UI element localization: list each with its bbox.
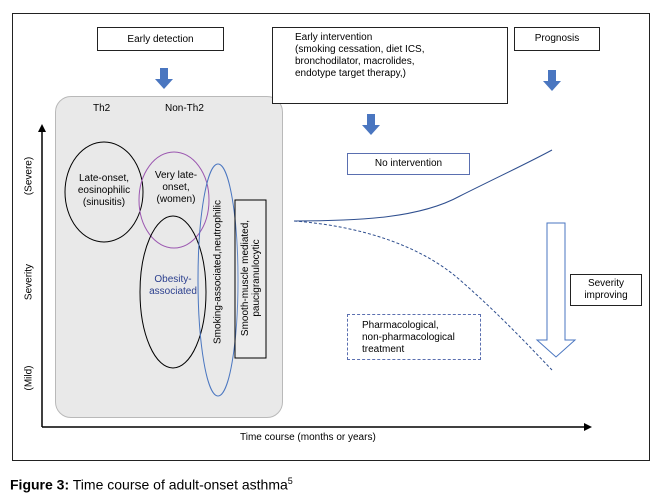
y-axis-bottom-label: (Mild)	[23, 365, 35, 391]
obesity-line: Obesity-	[154, 274, 192, 285]
severity-improving-label: improving	[584, 290, 628, 301]
very-late-onset-line: (women)	[156, 194, 196, 205]
figure-caption: Figure 3: Time course of adult-onset ast…	[10, 472, 293, 494]
phenotype-cluster	[55, 96, 283, 418]
obesity-ellipse	[139, 215, 207, 369]
x-axis-label: Time course (months or years)	[240, 432, 376, 443]
non-th2-header: Non-Th2	[165, 103, 204, 114]
smoking-ellipse	[197, 163, 239, 397]
severity-improving-label: Severity	[587, 278, 625, 289]
th2-header: Th2	[93, 103, 111, 114]
caption-text: Time course of adult-onset asthma	[69, 476, 288, 493]
smooth-muscle-label: Smooth-muscle mediated, paucigranulocyti…	[240, 220, 262, 336]
obesity-line: associated	[149, 286, 197, 297]
pharmacological-label: treatment	[362, 344, 405, 355]
figure-frame	[12, 13, 650, 461]
prognosis-box: Prognosis	[514, 27, 600, 51]
severity-improving-arrow	[535, 222, 577, 358]
very-late-onset-line: Very late-	[154, 170, 198, 181]
early-intervention-title: Early intervention	[295, 32, 373, 43]
very-late-onset-label: Very late- onset, (women)	[148, 170, 204, 206]
very-late-onset-ellipse	[138, 151, 210, 249]
very-late-onset-line: onset,	[162, 182, 190, 193]
late-onset-label: Late-onset, eosinophilic (sinusitis)	[70, 173, 138, 209]
smooth-muscle-line: Smooth-muscle mediated,	[240, 219, 251, 337]
down-arrow-icon	[155, 68, 173, 89]
smooth-muscle-box	[234, 199, 267, 359]
y-axis-top-label: (Severe)	[23, 156, 35, 196]
prognosis-label: Prognosis	[534, 33, 580, 44]
early-intervention-box: Early intervention (smoking cessation, d…	[272, 27, 508, 104]
early-intervention-detail: endotype target therapy,)	[295, 68, 406, 79]
no-intervention-curve	[293, 149, 553, 222]
y-axis-label: Severity	[23, 263, 35, 301]
down-arrow-icon	[362, 114, 380, 135]
smooth-muscle-line: paucigranulocytic	[251, 239, 262, 317]
severity-improving-box: Severity improving	[570, 274, 642, 306]
early-detection-label: Early detection	[127, 34, 194, 45]
no-intervention-label: No intervention	[374, 158, 443, 169]
pharmacological-label: Pharmacological,	[362, 320, 439, 331]
caption-label: Figure 3:	[10, 476, 70, 493]
early-detection-box: Early detection	[97, 27, 224, 51]
smoking-label: Smoking-associated,neutrophilic	[212, 200, 224, 344]
pharmacological-label: non-pharmacological	[362, 332, 455, 343]
down-arrow-icon	[543, 70, 561, 91]
late-onset-line: (sinusitis)	[82, 197, 126, 208]
obesity-label: Obesity- associated	[140, 274, 206, 298]
early-intervention-detail: bronchodilator, macrolides,	[295, 56, 415, 67]
treatment-curve	[293, 220, 553, 371]
late-onset-line: eosinophilic	[77, 185, 131, 196]
early-intervention-detail: (smoking cessation, diet ICS,	[295, 44, 425, 55]
late-onset-ellipse	[64, 141, 144, 243]
pharmacological-box: Pharmacological, non-pharmacological tre…	[347, 314, 481, 360]
late-onset-line: Late-onset,	[78, 173, 130, 184]
no-intervention-box: No intervention	[347, 153, 470, 175]
caption-ref: 5	[287, 476, 293, 486]
